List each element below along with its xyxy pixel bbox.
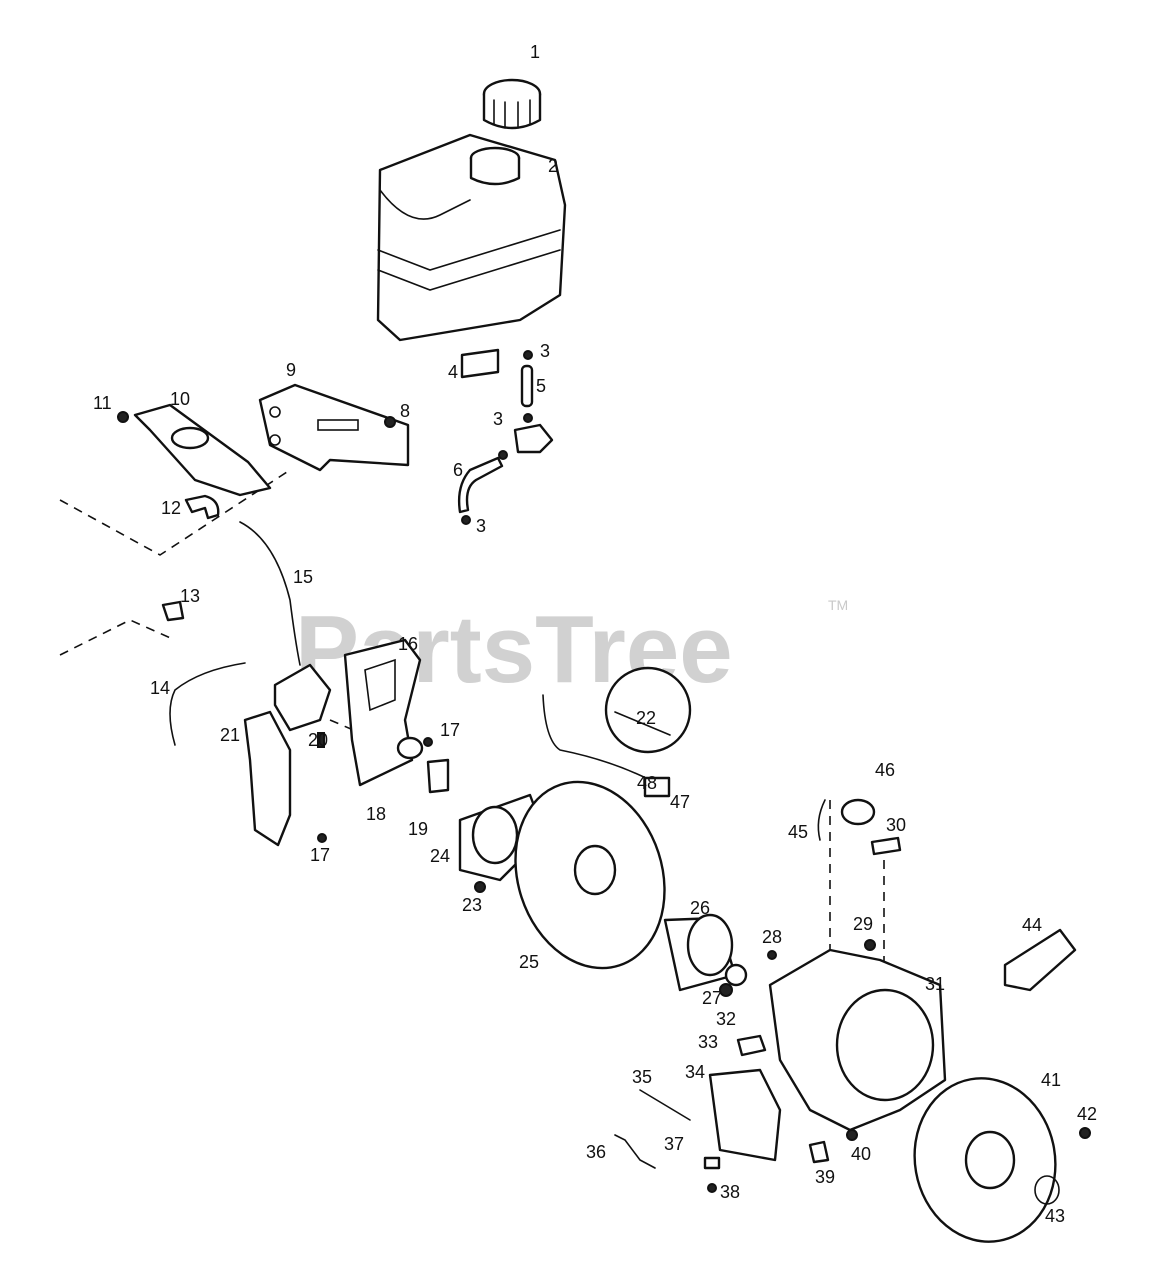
screw-part: [384, 416, 396, 428]
shield-part: [133, 403, 272, 497]
callout-21: 21: [220, 725, 240, 745]
ring-part-43: [1034, 1175, 1060, 1205]
callout-3: 3: [476, 516, 486, 536]
screw-part-28: [767, 950, 777, 960]
callout-40: 40: [851, 1144, 871, 1164]
callout-19: 19: [408, 819, 428, 839]
screw-part-17a: [423, 737, 433, 747]
starter-handle-part: [1003, 928, 1077, 992]
bushing-part-18: [396, 736, 424, 760]
fuel-cap-part: [482, 78, 542, 130]
callout-27: 27: [702, 988, 722, 1008]
callout-34: 34: [685, 1062, 705, 1082]
decal-part-33: [736, 1034, 767, 1057]
callout-4: 4: [448, 362, 458, 382]
wire-harness-part: [542, 694, 671, 798]
callout-45: 45: [788, 822, 808, 842]
callout-8: 8: [400, 401, 410, 421]
screw-part-29: [864, 939, 876, 951]
callout-10: 10: [170, 389, 190, 409]
callout-3: 3: [493, 409, 503, 429]
callout-labels: 1 2 3 3 3 4 5 6 8 9 10 11 12 13 14 15 16…: [93, 42, 1097, 1226]
reference-lines: [59, 469, 885, 975]
callout-22: 22: [636, 708, 656, 728]
callout-25: 25: [519, 952, 539, 972]
decal-part-30: [870, 836, 902, 856]
watermark-trademark: TM: [828, 597, 848, 613]
callout-12: 12: [161, 498, 181, 518]
callout-37: 37: [664, 1134, 684, 1154]
callout-38: 38: [720, 1182, 740, 1202]
link-part-36: [614, 1134, 656, 1169]
screw-part-17b: [317, 833, 327, 843]
nut-part-32: [719, 983, 733, 997]
fuel-line-assembly: [457, 350, 554, 525]
mounting-plate-part: [343, 638, 422, 787]
plate-part: [243, 710, 292, 847]
throttle-control-part: [708, 1068, 782, 1162]
spring-part-35: [639, 1089, 691, 1121]
screw-part-38: [707, 1183, 717, 1193]
decal-part: [460, 348, 500, 379]
callout-24: 24: [430, 846, 450, 866]
fuel-tank-part: [376, 133, 567, 342]
callout-13: 13: [180, 586, 200, 606]
callout-18: 18: [366, 804, 386, 824]
elbow-part: [184, 494, 220, 520]
clip-part-39: [808, 1140, 830, 1164]
callout-48: 48: [637, 773, 657, 793]
cup-part: [663, 913, 737, 992]
callout-44: 44: [1022, 915, 1042, 935]
callout-33: 33: [698, 1032, 718, 1052]
detail-circle-22: [604, 666, 692, 754]
callout-30: 30: [886, 815, 906, 835]
screw-part-23: [474, 881, 486, 893]
screw-part-40: [846, 1129, 858, 1141]
callout-43: 43: [1045, 1206, 1065, 1226]
callout-47: 47: [670, 792, 690, 812]
clip-part-37: [703, 1156, 721, 1170]
callout-15: 15: [293, 567, 313, 587]
callout-20: 20: [308, 730, 328, 750]
callout-14: 14: [150, 678, 170, 698]
bracket-part: [258, 383, 410, 472]
primer-part-46: [840, 798, 876, 826]
recoil-starter-part: [913, 1077, 1057, 1243]
ground-wire-part: [169, 662, 246, 746]
washer-part-27: [724, 963, 748, 987]
bushing-part-19: [426, 758, 450, 794]
pin-part-20: [317, 732, 325, 748]
callout-11: 11: [93, 393, 112, 413]
callout-42: 42: [1077, 1104, 1097, 1124]
callout-3: 3: [540, 341, 550, 361]
callout-6: 6: [453, 460, 463, 480]
clip-part: [161, 600, 185, 622]
callout-26: 26: [690, 898, 710, 918]
callout-36: 36: [586, 1142, 606, 1162]
callout-41: 41: [1041, 1070, 1061, 1090]
callout-39: 39: [815, 1167, 835, 1187]
screw-part-11: [117, 411, 129, 423]
callout-23: 23: [462, 895, 482, 915]
callout-2: 2: [548, 156, 558, 176]
callout-35: 35: [632, 1067, 652, 1087]
callout-31: 31: [925, 974, 945, 994]
callout-17: 17: [440, 720, 460, 740]
callout-29: 29: [853, 914, 873, 934]
tube-part-45: [817, 799, 826, 841]
callout-32: 32: [716, 1009, 736, 1029]
callout-46: 46: [875, 760, 895, 780]
ignition-module-part: [239, 521, 332, 732]
flywheel-part: [514, 780, 666, 970]
blower-housing-part: [768, 948, 947, 1132]
callout-1: 1: [530, 42, 540, 62]
callout-5: 5: [536, 376, 546, 396]
callout-28: 28: [762, 927, 782, 947]
callout-9: 9: [286, 360, 296, 380]
callout-17: 17: [310, 845, 330, 865]
callout-16: 16: [398, 634, 418, 654]
screw-part-42: [1079, 1127, 1091, 1139]
